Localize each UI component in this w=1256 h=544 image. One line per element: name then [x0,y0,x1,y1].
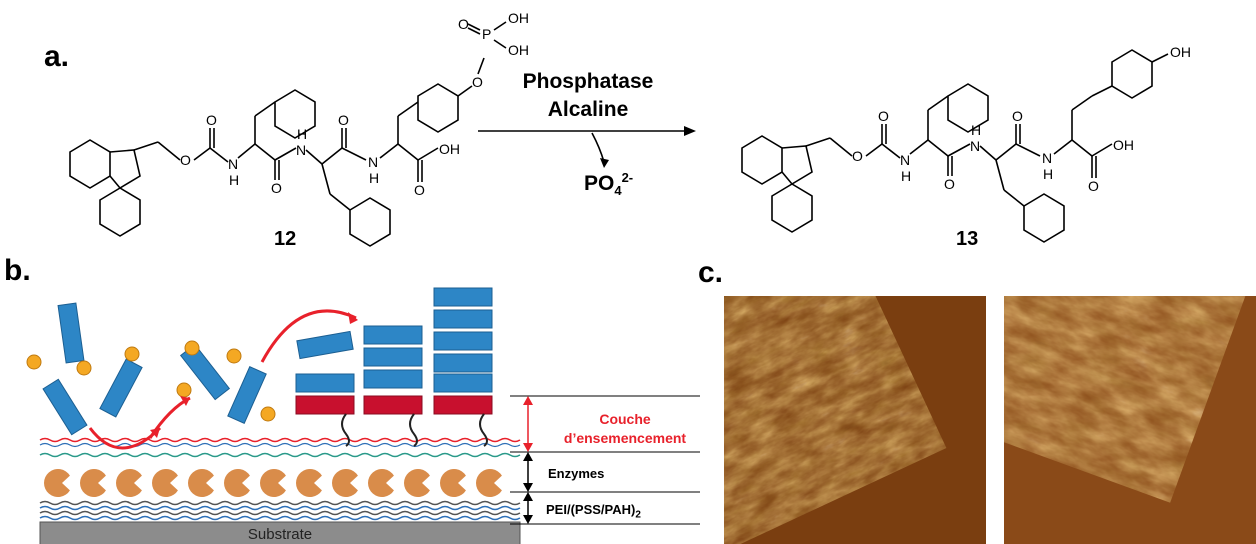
atom-n-3-product: N [1042,150,1053,166]
byproduct-subscript: 4 [614,183,622,199]
enzyme-crescent [224,469,250,498]
enzymes-label: Enzymes [548,466,605,481]
atom-n-1-product: N [900,152,911,168]
atom-oh-phenol-product: OH [1170,44,1191,60]
enzyme-crescent [440,469,466,498]
atom-n-1: N [228,156,239,172]
seed-layer-label-line1: Couche [599,411,651,427]
polyelectrolyte-layers [39,500,521,521]
atom-oh-phosphate-2: OH [508,42,529,58]
enzyme-crescent [260,469,286,498]
phenyl-ring-1-product [947,83,989,133]
interlayer-line [39,452,521,458]
phenyl-ring-1 [274,89,316,139]
compound-label-12: 12 [274,228,297,250]
enzyme-crescent [188,469,214,498]
afm-image-right [1004,296,1256,544]
atom-o-amide-1: O [271,180,282,196]
atom-o-amide-2-product: O [1012,108,1023,124]
enzyme-crescent [80,469,106,498]
anchor-tethers [341,413,488,447]
atom-h-2-product: H [971,122,982,138]
atom-o-amide-2: O [338,112,349,128]
seed-layer-label-line2: d’ensemencement [563,430,687,446]
phenyl-ring-2 [349,197,391,247]
fluorene-ring-bottom-product [771,183,813,233]
atom-h-1-product: H [901,168,912,184]
atom-p: P [482,26,492,42]
atom-h-3: H [369,170,380,186]
polyelectrolyte-text: PEI/(PSS/PAH) [546,502,636,517]
atom-h-3-product: H [1043,166,1054,182]
enzyme-label-line1: Phosphatase [522,70,654,93]
afm-image-left [724,296,986,544]
atom-o-ester: O [180,152,191,168]
atom-h-1: H [229,172,240,188]
phosphate-groups [26,340,276,422]
layer-guides [510,395,700,525]
atom-oh-acid-product: OH [1113,137,1134,153]
seed-layer-line-2 [39,442,521,448]
free-peptides [42,302,354,436]
tyrosine-ring-phospho [417,83,459,133]
enzyme-crescent [475,469,502,498]
enzyme-crescent [296,469,322,498]
atom-o-amide-1-product: O [944,176,955,192]
arrow-heads [150,312,358,438]
reaction-arrow [478,130,688,163]
afm-texture-left [724,296,986,544]
compound-label-13: 13 [956,228,979,250]
atom-o-phosphoryl: O [458,16,469,32]
afm-texture-right [1004,296,1256,544]
enzyme-label-line2: Alcaline [547,98,629,121]
atom-o-acid-product: O [1088,178,1099,194]
atom-o-ester-product: O [852,148,863,164]
polyelectrolyte-label: PEI/(PSS/PAH)2 [546,502,641,521]
byproduct-label: PO42- [584,170,633,198]
seed-layer-label: Couche d’ensemencement [540,410,710,448]
enzyme-crescent [44,469,70,498]
enzyme-crescent [152,469,178,498]
product-structure [741,49,1169,243]
enzyme-label: Phosphatase Alcaline [500,68,676,124]
enzyme-crescent [403,469,430,498]
polyelectrolyte-subscript: 2 [635,509,641,521]
panel-label-c: c. [698,256,724,289]
atom-o-carbamate: O [206,112,217,128]
atom-h-2: H [297,126,308,142]
atom-o-acid: O [414,182,425,198]
enzyme-crescent [116,469,142,498]
enzyme-crescents [44,469,502,498]
atom-o-carbamate-product: O [878,108,889,124]
assembled-stacks [295,287,493,415]
substrate-block [39,521,521,544]
reactant-structure [69,21,507,247]
atom-o-bridge: O [472,74,483,90]
atom-n-3: N [368,154,379,170]
enzyme-crescent [368,469,394,498]
byproduct-formula: PO [584,172,615,195]
atom-oh-acid: OH [439,141,460,157]
tyrosine-ring-product [1111,49,1153,99]
byproduct-superscript: 2- [621,170,634,185]
self-assembly-schematic [26,287,700,544]
panel-label-a: a. [44,40,70,73]
panel-label-b: b. [4,254,31,287]
fluorene-ring-bottom [99,187,141,237]
fluorene-ring-left-product [741,135,783,185]
enzyme-crescent [332,469,358,498]
atom-oh-phosphate-1: OH [508,10,529,26]
atom-n-2-product: N [970,138,981,154]
reaction-scheme [69,21,1169,247]
phenyl-ring-2-product [1023,193,1065,243]
seed-layer-line [39,437,521,443]
substrate-label: Substrate [247,526,313,543]
fluorene-ring-left [69,139,111,189]
atom-n-2: N [296,142,307,158]
